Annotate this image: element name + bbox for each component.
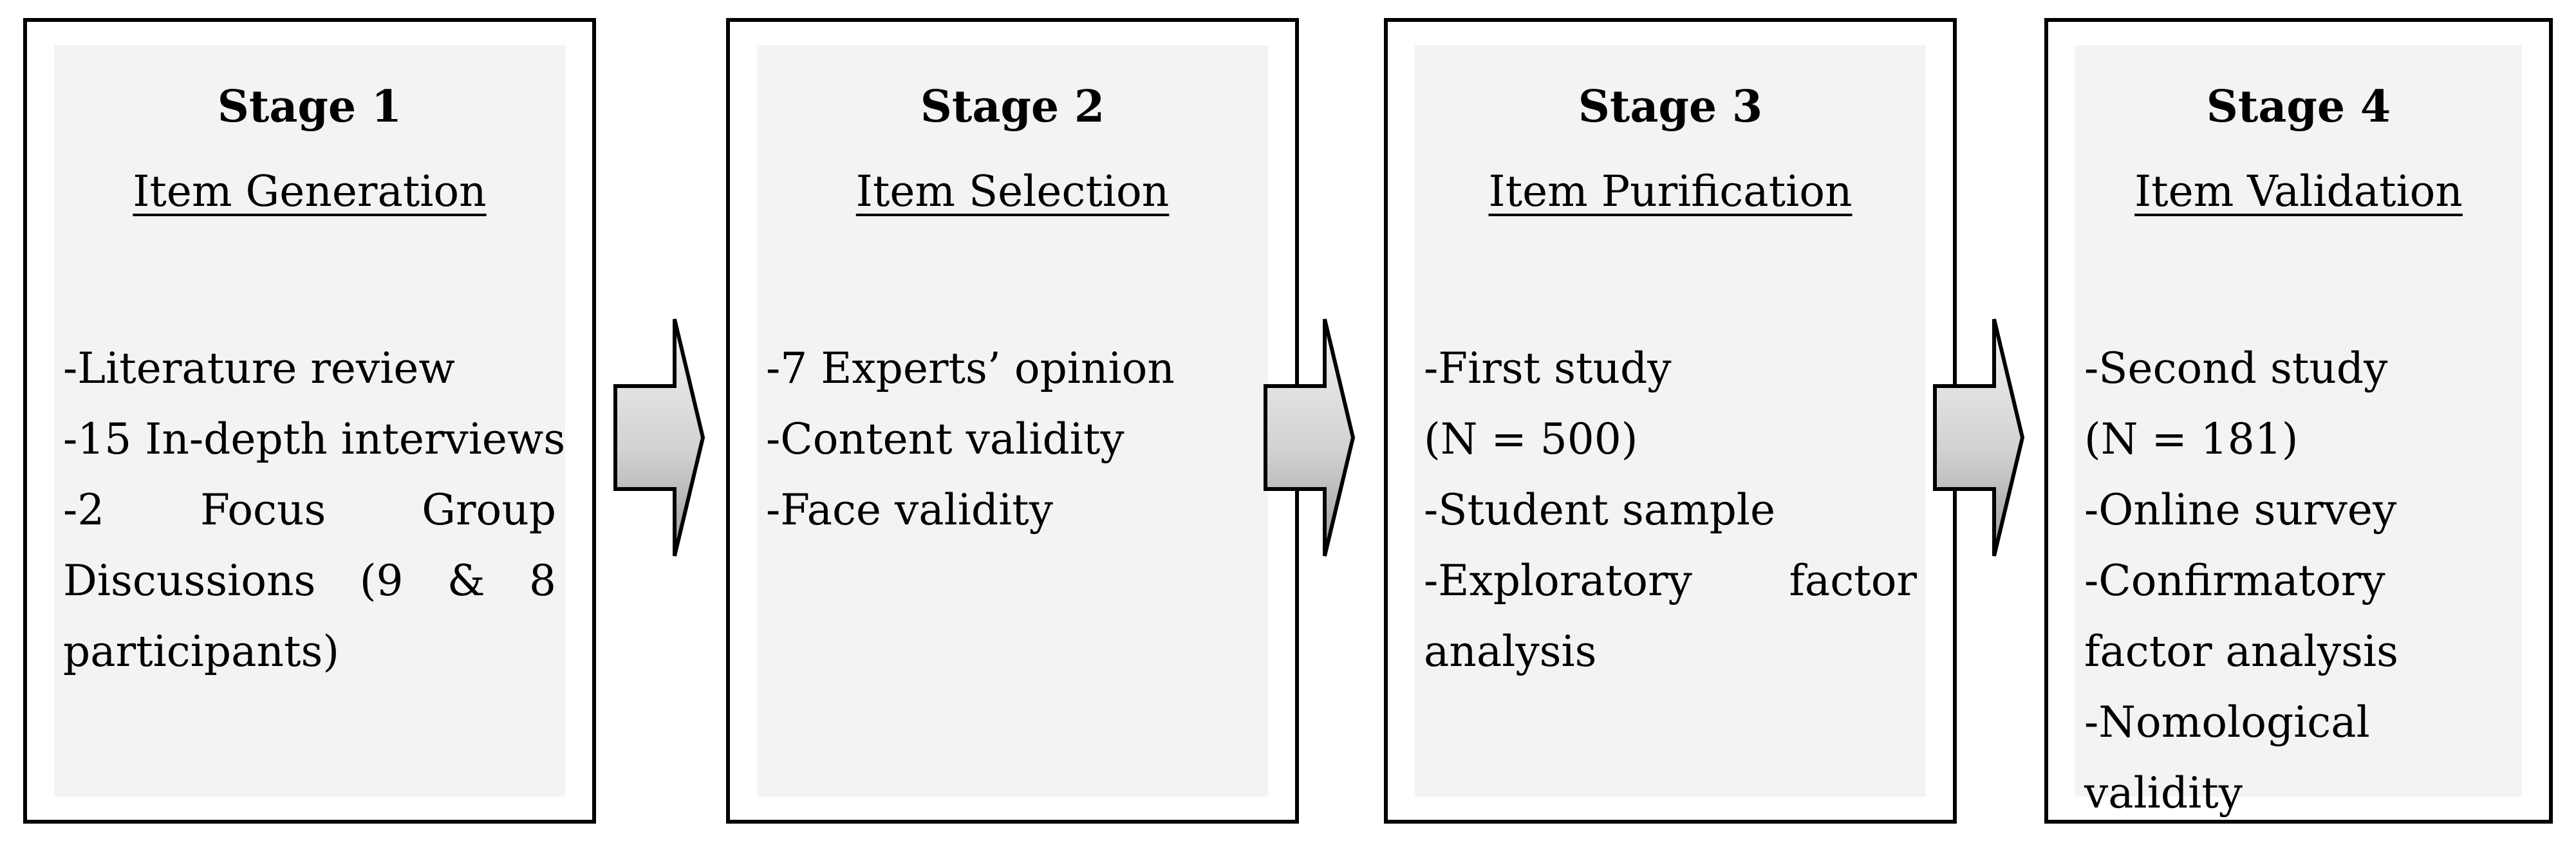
stage-3-item: -Exploratory factor analysis: [1424, 556, 1917, 676]
right-arrow-icon: [1264, 319, 1356, 557]
stage-4-item: -Nomological validity: [2084, 698, 2370, 818]
stage-1-subtitle: Item Generation: [133, 167, 487, 216]
stage-4-item: -Second study: [2084, 344, 2388, 393]
stage-2-subtitle: Item Selection: [855, 167, 1170, 216]
right-arrow-icon: [613, 319, 705, 557]
stage-3-panel: Stage 3 Item Purification -First study (…: [1415, 45, 1926, 797]
stage-4-panel: Stage 4 Item Validation -Second study (N…: [2075, 45, 2522, 818]
stage-3-item: -Student sample: [1424, 485, 1776, 535]
stage-4-items: -Second study (N = 181) -Online survey -…: [2084, 333, 2513, 829]
stage-1-item: -15 In-depth interviews: [63, 414, 566, 464]
stage-3-title: Stage 3: [1578, 81, 1763, 133]
stage-2-item: -7 Experts’ opinion: [766, 344, 1175, 393]
stage-1-item: -2 Focus Group Discussions (9 & 8 partic…: [63, 485, 556, 676]
stage-2-item: -Face validity: [766, 485, 1053, 535]
stage-3-items: -First study (N = 500) -Student sample -…: [1424, 333, 1917, 687]
stage-2-panel: Stage 2 Item Selection -7 Experts’ opini…: [757, 45, 1268, 797]
stage-2-box: Stage 2 Item Selection -7 Experts’ opini…: [726, 18, 1299, 824]
stage-1-items: -Literature review -15 In-depth intervie…: [63, 333, 566, 687]
stage-3-box: Stage 3 Item Purification -First study (…: [1384, 18, 1957, 824]
stage-4-title: Stage 4: [2206, 81, 2391, 133]
stage-1-title: Stage 1: [217, 81, 402, 133]
stage-4-item: -Online survey: [2084, 485, 2397, 535]
stage-1-panel: Stage 1 Item Generation -Literature revi…: [54, 45, 565, 797]
stage-2-items: -7 Experts’ opinion -Content validity -F…: [766, 333, 1259, 546]
stage-1-item: -Literature review: [63, 344, 455, 393]
stage-4-box: Stage 4 Item Validation -Second study (N…: [2044, 18, 2553, 824]
right-arrow-icon: [1933, 319, 2025, 557]
stage-4-item: (N = 181): [2084, 414, 2299, 464]
stage-2-title: Stage 2: [920, 81, 1105, 133]
stage-4-subtitle: Item Validation: [2134, 167, 2463, 216]
stage-3-subtitle: Item Purification: [1488, 167, 1853, 216]
stage-2-item: -Content validity: [766, 414, 1125, 464]
stage-1-box: Stage 1 Item Generation -Literature revi…: [23, 18, 596, 824]
stage-3-item: -First study: [1424, 344, 1672, 393]
stage-3-item: (N = 500): [1424, 414, 1638, 464]
stage-4-item: -Confirmatory factor analysis: [2084, 556, 2398, 676]
